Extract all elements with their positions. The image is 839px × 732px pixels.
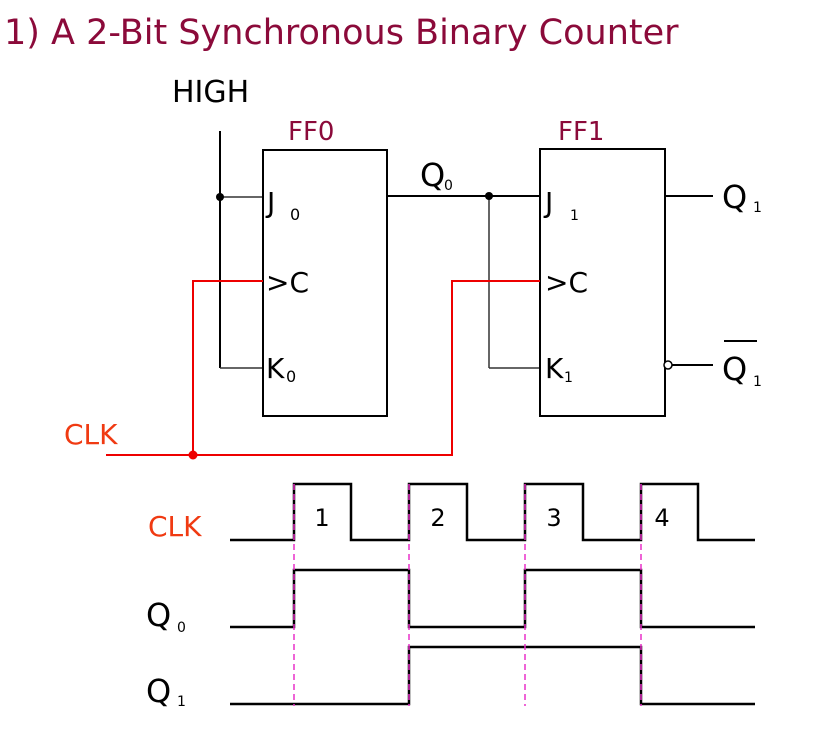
clock-pulse-label-2: 2	[430, 504, 445, 532]
page-title: 1) A 2-Bit Synchronous Binary Counter	[4, 13, 679, 53]
q0-output-sub: 0	[444, 178, 453, 194]
ff1-clock-input: >C	[545, 266, 588, 299]
ff0-label: FF0	[288, 117, 334, 147]
q1-output-sub: 1	[753, 200, 762, 216]
ff1-k-label: K	[545, 352, 564, 385]
ff1-label: FF1	[558, 117, 604, 147]
ff1-k-sub: 1	[564, 370, 573, 386]
clock-pulse-label-3: 3	[546, 504, 561, 532]
ff0-k-sub: 0	[286, 367, 296, 386]
ff1-j-label: J	[543, 186, 553, 219]
ff1-box	[539, 148, 666, 417]
junction-dot	[485, 192, 493, 200]
clock-pulse-label-1: 1	[314, 504, 329, 532]
q1bar-output-sub: 1	[753, 374, 762, 390]
junction-dot	[216, 193, 224, 201]
clock-junction-dot	[188, 450, 198, 460]
ff1-j-sub: 1	[570, 208, 579, 224]
ff0-clock-input: >C	[266, 266, 309, 299]
timing-waveforms: 1 2 3 4	[230, 482, 755, 706]
inverter-bubble	[663, 360, 673, 370]
q1-waveform	[230, 645, 755, 706]
timing-q0-label: Q	[146, 596, 171, 634]
clock-wire	[106, 280, 540, 460]
q1bar-output-label: Q	[722, 350, 747, 388]
q1-output-label: Q	[722, 178, 747, 216]
clock-pulse-label-4: 4	[654, 504, 669, 532]
ff0-j-sub: 0	[290, 205, 300, 224]
timing-q1-label: Q	[146, 672, 171, 710]
timing-q1-sub: 1	[177, 694, 186, 710]
high-label: HIGH	[172, 75, 249, 110]
high-wire	[216, 131, 263, 369]
clk-input-label: CLK	[64, 418, 118, 451]
ff0-box	[262, 149, 388, 417]
q0-waveform	[230, 568, 755, 629]
ff0-k-label: K	[266, 352, 285, 385]
ff0-j-label: J	[265, 186, 275, 219]
q0-output-label: Q	[420, 156, 445, 194]
timing-clk-label: CLK	[148, 510, 202, 543]
clk-waveform	[230, 482, 755, 542]
timing-q0-sub: 0	[177, 620, 186, 636]
